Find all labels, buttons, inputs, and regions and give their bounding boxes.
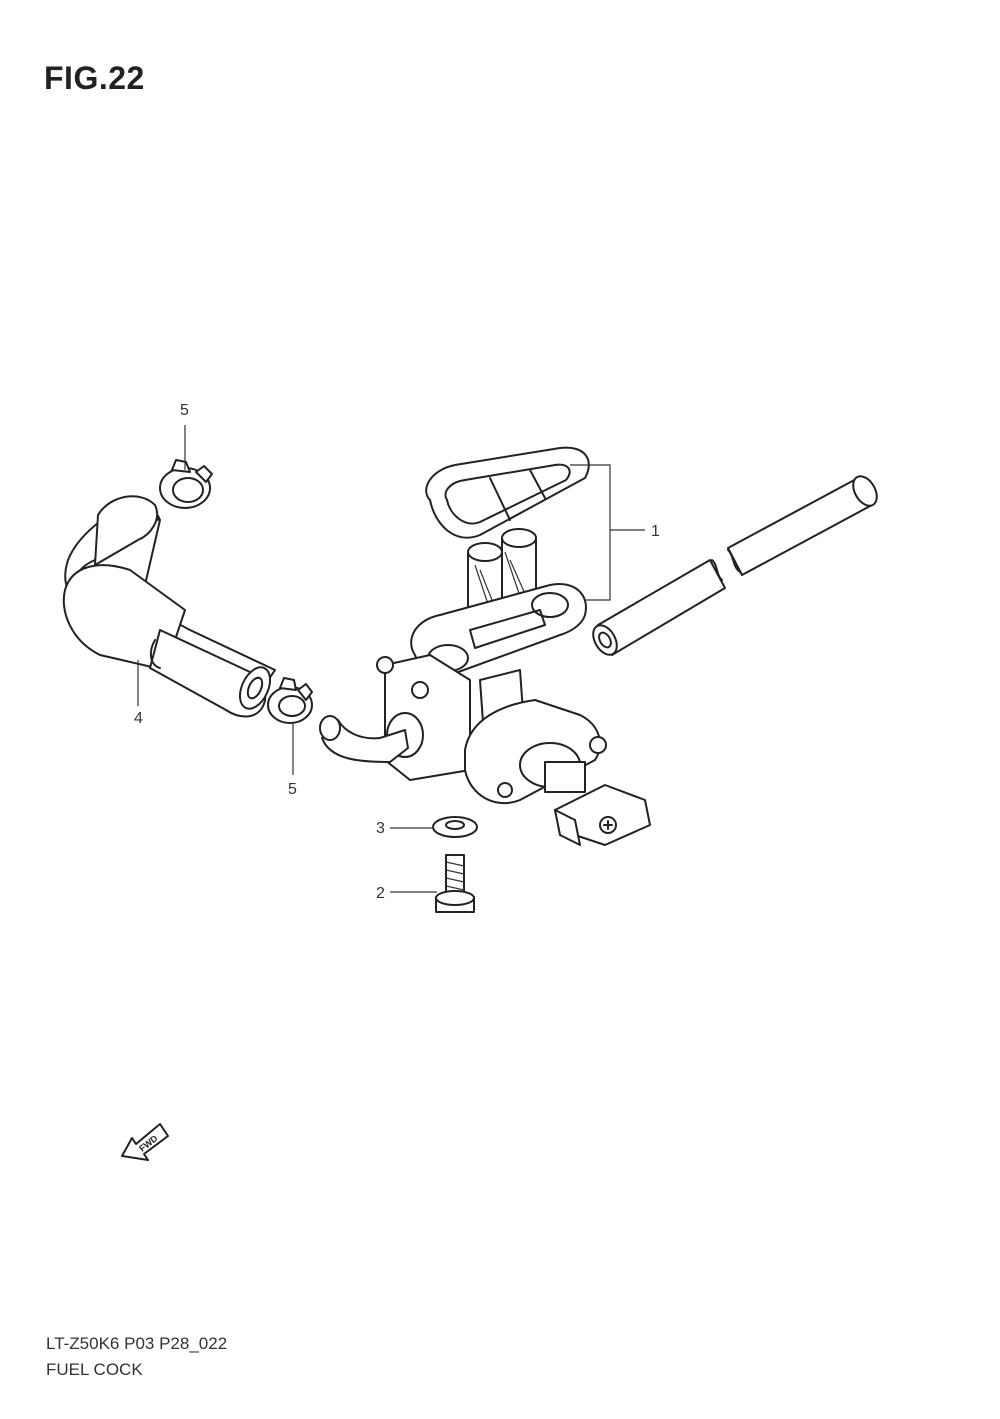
callout-5-lower: 5 xyxy=(288,781,297,798)
callout-4: 4 xyxy=(134,710,143,727)
fwd-arrow-icon: FWD xyxy=(121,1123,169,1161)
leader-lines xyxy=(137,425,645,893)
callout-3: 3 xyxy=(376,820,385,837)
washer xyxy=(432,816,478,838)
figure-code: LT-Z50K6 P03 P28_022 xyxy=(46,1334,228,1353)
bolt xyxy=(435,854,475,913)
figure-title: FIG.22 xyxy=(44,60,145,96)
hose-clamp-lower xyxy=(267,677,313,724)
gasket xyxy=(425,446,590,539)
fuel-hose-bent xyxy=(62,495,276,718)
callout-1: 1 xyxy=(651,523,660,540)
lever-knob xyxy=(544,761,651,846)
fuel-hose-straight xyxy=(592,475,878,656)
figure-name: FUEL COCK xyxy=(46,1360,143,1379)
outlet-pipe xyxy=(319,715,409,763)
hose-clamp-upper xyxy=(159,459,213,509)
callout-2: 2 xyxy=(376,885,385,902)
callout-5-upper: 5 xyxy=(180,402,189,419)
